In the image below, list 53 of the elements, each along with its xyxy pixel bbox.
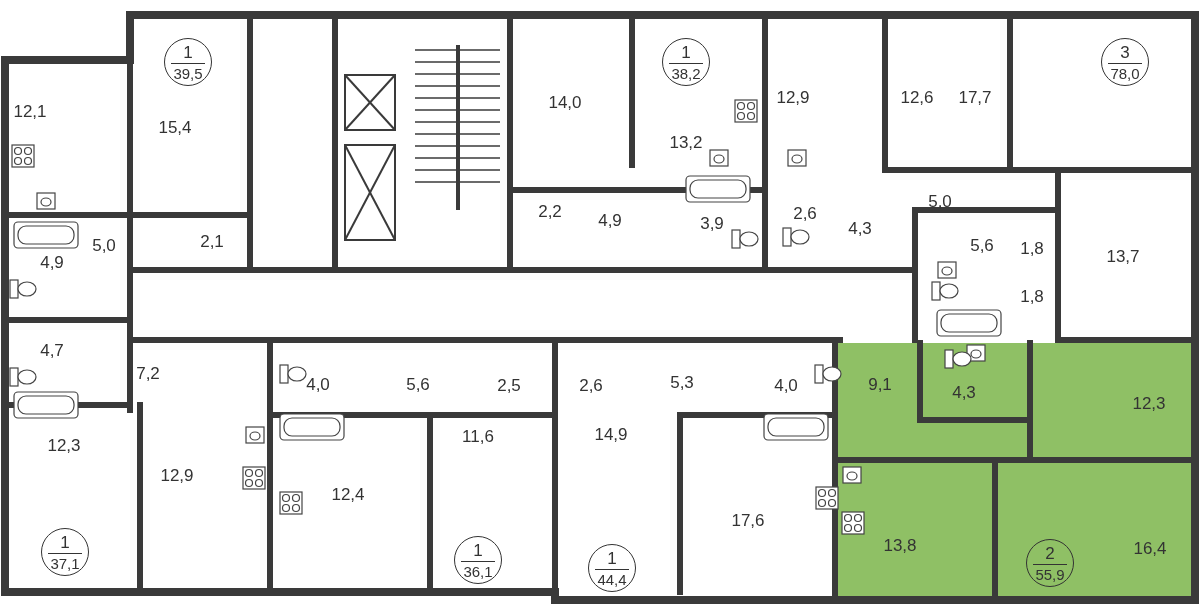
room-area: 16,4 — [1133, 539, 1167, 557]
room-area: 4,3 — [952, 383, 976, 401]
apartment-area: 38,2 — [671, 63, 701, 81]
room-area: 4,3 — [848, 219, 872, 237]
room-area: 12,9 — [776, 88, 810, 106]
room-count: 1 — [48, 533, 82, 554]
room-area: 2,2 — [538, 202, 562, 220]
room-area: 14,9 — [594, 425, 628, 443]
room-area: 5,3 — [670, 373, 694, 391]
room-count: 1 — [171, 43, 205, 64]
room-area: 17,7 — [958, 88, 992, 106]
apartment-area: 55,9 — [1035, 564, 1065, 582]
room-area: 13,2 — [669, 133, 703, 151]
room-area: 12,4 — [331, 485, 365, 503]
room-area: 2,5 — [497, 376, 521, 394]
room-area: 12,9 — [160, 466, 194, 484]
room-area: 4,7 — [40, 341, 64, 359]
apartment-area: 44,4 — [597, 569, 627, 587]
room-area: 12,6 — [900, 88, 934, 106]
room-area: 1,8 — [1020, 239, 1044, 257]
room-area: 17,6 — [731, 511, 765, 529]
apartment-area: 39,5 — [173, 63, 203, 81]
apartment-area: 36,1 — [463, 561, 493, 579]
room-area: 7,2 — [136, 364, 160, 382]
room-area: 4,9 — [598, 211, 622, 229]
room-area: 2,1 — [200, 232, 224, 250]
room-area: 14,0 — [548, 93, 582, 111]
apartment-area: 37,1 — [50, 553, 80, 571]
room-area: 11,6 — [462, 427, 494, 445]
room-area: 4,9 — [40, 253, 64, 271]
room-count: 2 — [1033, 544, 1067, 565]
room-area: 5,0 — [928, 192, 952, 210]
room-area: 13,8 — [883, 536, 917, 554]
room-area: 12,1 — [13, 102, 47, 120]
room-area: 12,3 — [47, 436, 81, 454]
room-area: 5,0 — [92, 236, 116, 254]
room-count: 3 — [1108, 43, 1142, 64]
room-area: 12,3 — [1132, 394, 1166, 412]
room-area: 5,6 — [406, 375, 430, 393]
room-area: 13,7 — [1106, 247, 1140, 265]
apartment-area: 78,0 — [1110, 63, 1140, 81]
room-area: 3,9 — [700, 214, 724, 232]
room-area: 4,0 — [306, 375, 330, 393]
room-area: 2,6 — [579, 376, 603, 394]
room-area: 4,0 — [774, 376, 798, 394]
room-area: 5,6 — [970, 236, 994, 254]
room-count: 1 — [595, 549, 629, 570]
room-area: 15,4 — [158, 118, 192, 136]
room-area: 1,8 — [1020, 287, 1044, 305]
room-count: 1 — [461, 541, 495, 562]
room-count: 1 — [669, 43, 703, 64]
room-area: 9,1 — [868, 375, 892, 393]
room-area: 2,6 — [793, 204, 817, 222]
